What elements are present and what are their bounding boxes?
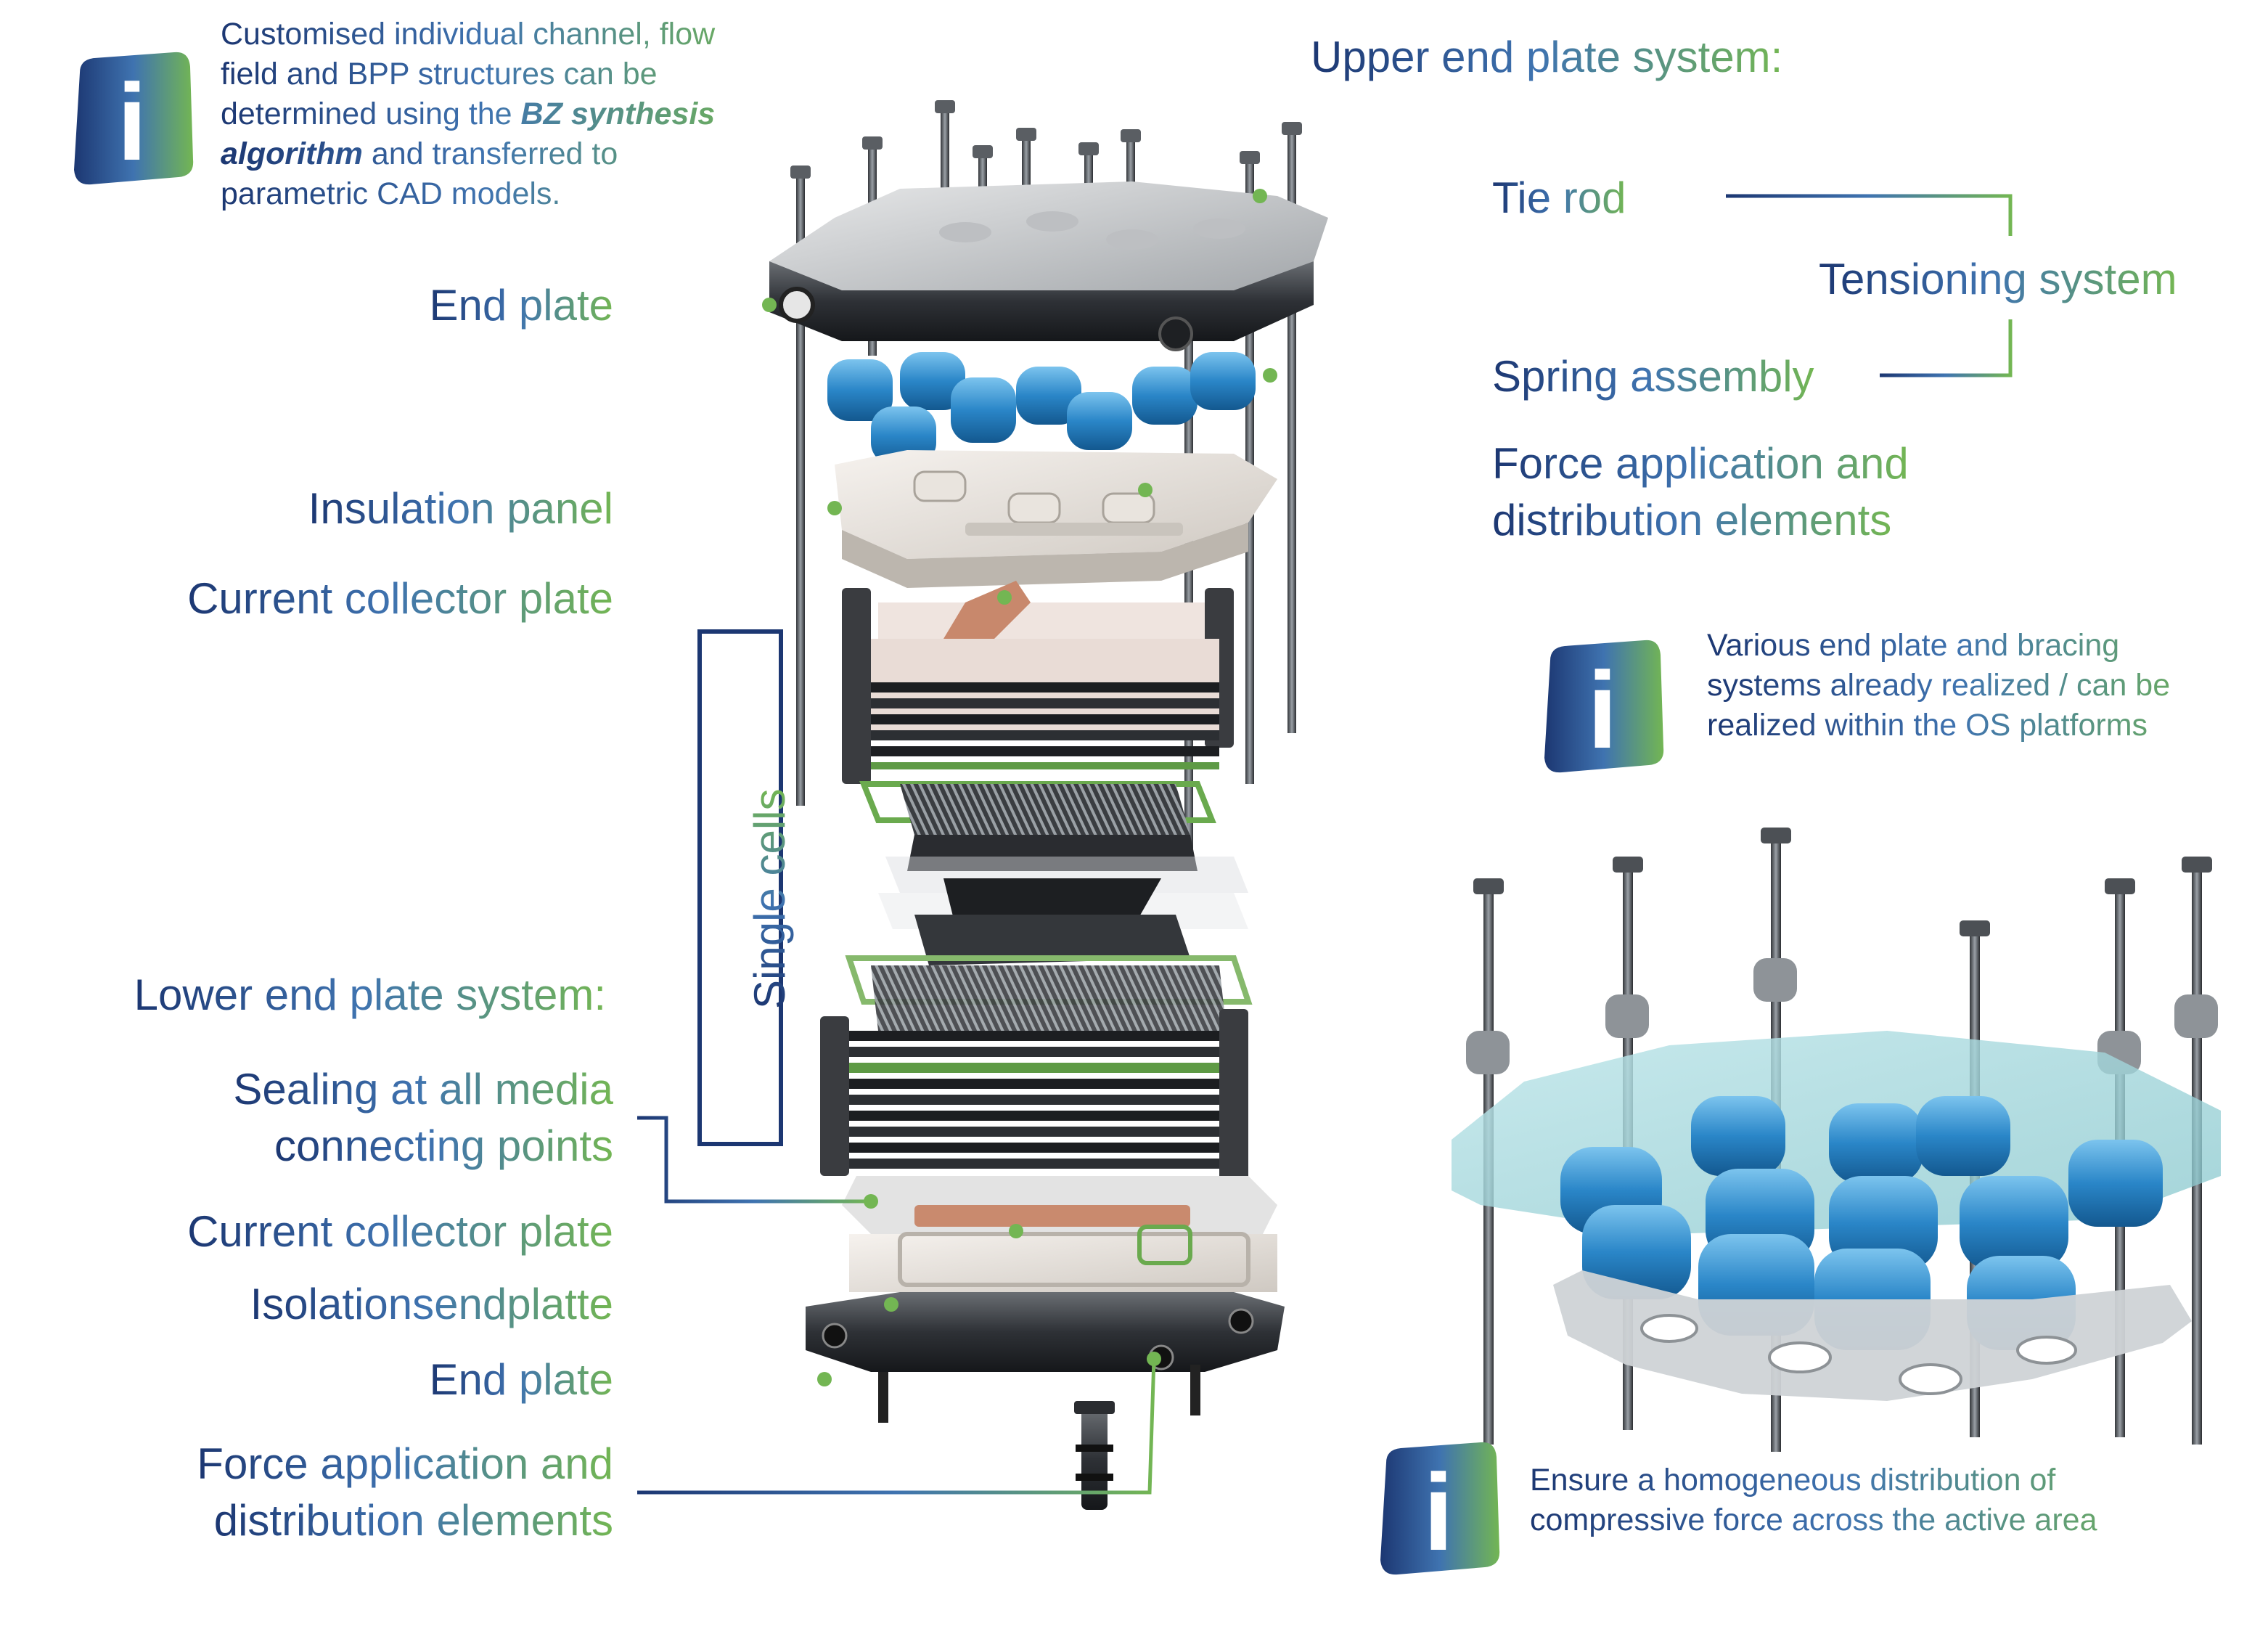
isolation-end-plate-label: Isolationsendplatte [250,1276,613,1333]
upper-cell-stack [842,588,1234,784]
force-application-upper-line1: Force application and [1492,436,1909,492]
svg-text:i: i [1423,1451,1454,1573]
end-plate-bottom-label: End plate [429,1352,613,1408]
force-application-upper-line2: distribution elements [1492,492,1891,549]
lower-isolation-end-plate [842,1176,1277,1292]
tensioning-bracket-bottom [1880,319,2013,377]
force-application-lower-line1: Force application and [197,1436,613,1492]
spring-system-detail [1452,828,2221,1452]
lower-end-plate [806,1292,1285,1510]
tensioning-system-label: Tensioning system [1819,251,2177,308]
info-icon: i [74,52,194,185]
single-cells-bracket [697,629,783,1146]
exploded-cell-layers [845,781,1253,1031]
upper-end-plate [769,181,1328,351]
leader-force-lower [637,1358,1156,1495]
svg-text:i: i [117,61,147,183]
sealing-line1: Sealing at all media [233,1061,613,1118]
info-icon: i [1380,1442,1500,1575]
sealing-line2: connecting points [274,1118,613,1174]
insulation-panel [835,450,1277,588]
end-plate-top-label: End plate [429,277,613,334]
info-bottom-text: Ensure a homogeneous distribution of com… [1530,1460,2183,1540]
lower-cell-stack [820,1009,1248,1183]
tie-rod-label: Tie rod [1492,170,1626,226]
info-icon: i [1544,640,1664,773]
current-collector-bottom-label: Current collector plate [187,1204,613,1260]
svg-text:i: i [1587,649,1618,771]
leader-sealing [637,1116,871,1204]
upper-end-plate-heading: Upper end plate system: [1311,29,1782,86]
tensioning-bracket-top [1726,194,2013,236]
lower-end-plate-heading: Lower end plate system: [134,967,606,1024]
info-top-text: Customised individual channel, flow fiel… [221,15,772,214]
force-application-lower-line2: distribution elements [214,1492,613,1549]
info-mid-text: Various end plate and bracing systems al… [1707,626,2230,745]
insulation-panel-label: Insulation panel [308,481,613,537]
single-cells-label: Single cells [742,789,798,1010]
current-collector-top-label: Current collector plate [187,571,613,627]
spring-assembly-label: Spring assembly [1492,348,1814,405]
stack-springs [827,352,1256,465]
